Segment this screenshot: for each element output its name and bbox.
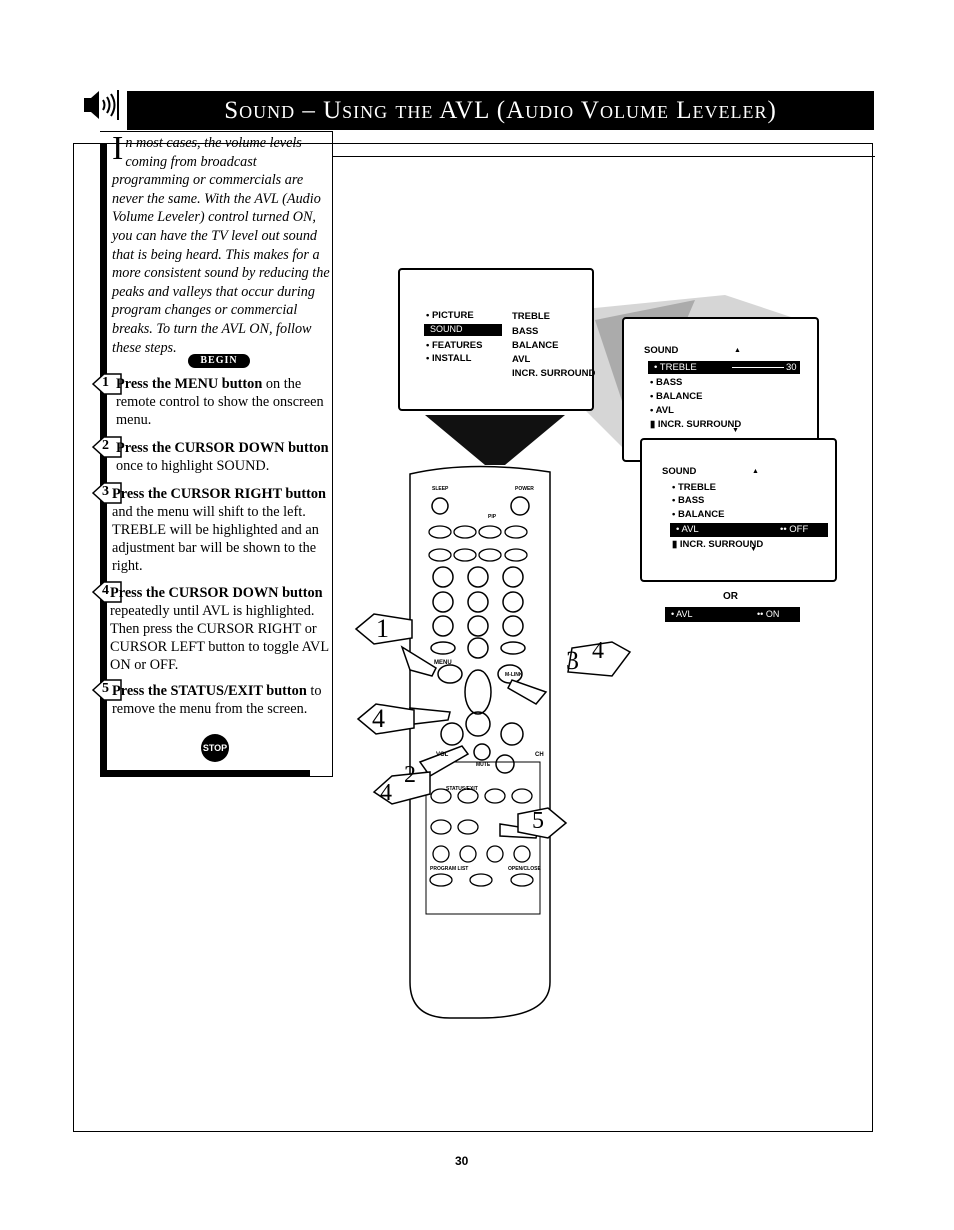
- step-2-text: Press the CURSOR DOWN button once to hig…: [116, 440, 329, 474]
- callout-2-arrow-icon: 4 2: [372, 762, 432, 806]
- menu3-item-treble: • TREBLE: [672, 482, 716, 493]
- menu2-treble-highlight: • TREBLE 30: [648, 361, 800, 374]
- menu3-title: SOUND: [662, 466, 697, 477]
- menu1-sub-incr-surround: INCR. SURROUND: [512, 368, 596, 379]
- menu3-avl-highlight: • AVL •• OFF: [670, 523, 828, 537]
- treble-adjust-bar: [732, 367, 784, 368]
- menu2-item-bass: • BASS: [650, 377, 683, 388]
- menu3-item-incr-surround: ▮ INCR. SURROUND: [672, 539, 764, 550]
- menu1-sub-treble: TREBLE: [512, 311, 550, 322]
- menu2-item-avl: • AVL: [650, 405, 674, 416]
- callout-5-arrow-icon: 5: [514, 806, 568, 840]
- remote-label-mute: MUTE: [476, 762, 491, 768]
- or-label: OR: [723, 591, 738, 602]
- remote-label-sleep: SLEEP: [432, 486, 449, 492]
- drop-cap: I: [112, 130, 124, 167]
- step-2-arrow-icon: 2: [91, 436, 122, 458]
- remote-label-open-close: OPEN/CLOSE: [508, 866, 541, 872]
- menu2-title: SOUND: [644, 345, 679, 356]
- menu1-item-features: • FEATURES: [426, 340, 483, 351]
- remote-label-ch: CH: [535, 752, 544, 758]
- callout-4-arrow-icon: 4: [356, 702, 416, 736]
- remote-label-vol: VOL: [436, 752, 449, 758]
- menu1-item-picture: • PICTURE: [426, 310, 474, 321]
- remote-label-program-list: PROGRAM LIST: [430, 866, 469, 872]
- instruction-box-shadow: [100, 770, 310, 777]
- menu3-item-balance: • BALANCE: [672, 509, 725, 520]
- menu1-sub-avl: AVL: [512, 354, 531, 365]
- menu1-sub-bass: BASS: [512, 326, 539, 337]
- sound-menu-avl-screen: SOUND ▲ • TREBLE • BASS • BALANCE • AVL …: [640, 438, 837, 582]
- remote-label-pip: PIP: [488, 514, 497, 520]
- remote-label-status-exit: STATUS/EXIT: [446, 786, 478, 792]
- step-5-text: Press the STATUS/EXIT button to remove t…: [112, 683, 322, 717]
- remote-control-graphic: [400, 465, 551, 1019]
- page-frame: [73, 143, 873, 1132]
- menu1-item-install: • INSTALL: [426, 353, 472, 364]
- begin-badge: BEGIN: [188, 354, 250, 368]
- menu2-down-arrow-icon: ▼: [732, 427, 739, 434]
- page-title: Sound – Using the AVL (Audio Volume Leve…: [127, 91, 874, 130]
- stop-sign-icon: STOP: [201, 734, 229, 762]
- menu2-item-incr-surround: ▮ INCR. SURROUND: [650, 419, 742, 430]
- remote-label-menu: MENU: [434, 660, 452, 666]
- remote-label-mlink: M-LINK: [505, 672, 523, 678]
- step-4-arrow-icon: 4: [91, 581, 122, 603]
- callout-1-arrow-icon: 1: [354, 612, 414, 646]
- step-3-text: Press the CURSOR RIGHT button and the me…: [112, 486, 326, 574]
- intro-text: n most cases, the volume levels coming f…: [112, 135, 330, 356]
- avl-on-bar: • AVL •• ON: [665, 607, 800, 622]
- speaker-sound-icon: [82, 88, 122, 122]
- menu3-item-bass: • BASS: [672, 495, 705, 506]
- step-5-arrow-icon: 5: [91, 679, 122, 701]
- menu3-down-arrow-icon: ▼: [750, 546, 757, 553]
- main-menu-screen: • PICTURE SOUND • FEATURES • INSTALL TRE…: [398, 268, 596, 411]
- frame-top-rule: [333, 156, 875, 157]
- menu2-up-arrow-icon: ▲: [734, 347, 741, 354]
- menu1-item-sound-highlight: SOUND: [424, 324, 502, 336]
- remote-label-power: POWER: [515, 486, 534, 492]
- step-3-arrow-icon: 3: [91, 482, 122, 504]
- menu1-sub-balance: BALANCE: [512, 340, 559, 351]
- callout-3-4-arrow-icon: 3 4: [560, 638, 632, 678]
- step-1-arrow-icon: 1: [91, 373, 122, 395]
- menu3-up-arrow-icon: ▲: [752, 468, 759, 475]
- instruction-box-edge: [100, 143, 107, 777]
- step-4-text: Press the CURSOR DOWN button repeatedly …: [110, 585, 329, 673]
- step-1-text: Press the MENU button on the remote cont…: [116, 376, 324, 428]
- page-number: 30: [455, 1154, 469, 1168]
- menu2-item-balance: • BALANCE: [650, 391, 703, 402]
- sound-menu-treble-screen: SOUND ▲ • TREBLE 30 • BASS • BALANCE • A…: [622, 317, 819, 462]
